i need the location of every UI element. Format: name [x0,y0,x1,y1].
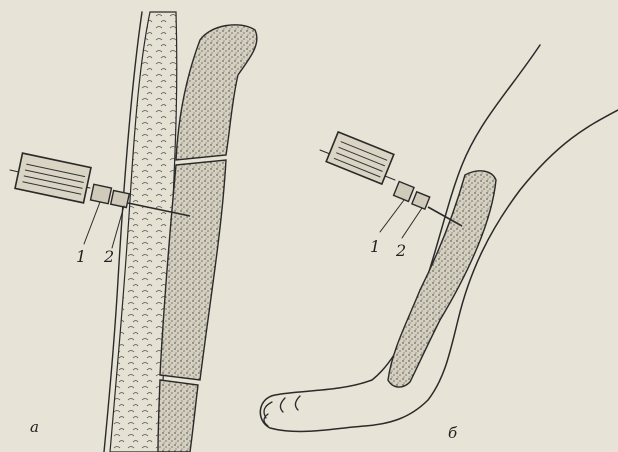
callout-1-b: 1 [370,237,380,256]
bone-upper-a [176,25,257,160]
toes-b [264,396,300,426]
panel-label-a: a [30,418,39,436]
leg-outline-b [260,45,618,431]
bone-b [388,171,496,387]
callout-2-a: 2 [103,247,114,266]
callout-2-b: 2 [395,241,406,260]
bone-lower-a [158,380,198,452]
callout-1-a: 1 [76,247,86,266]
panel-b: 1 2 б [260,45,618,442]
panel-label-b: б [448,424,458,442]
panel-a: 1 2 a [10,12,257,452]
syringe-b [320,132,462,226]
